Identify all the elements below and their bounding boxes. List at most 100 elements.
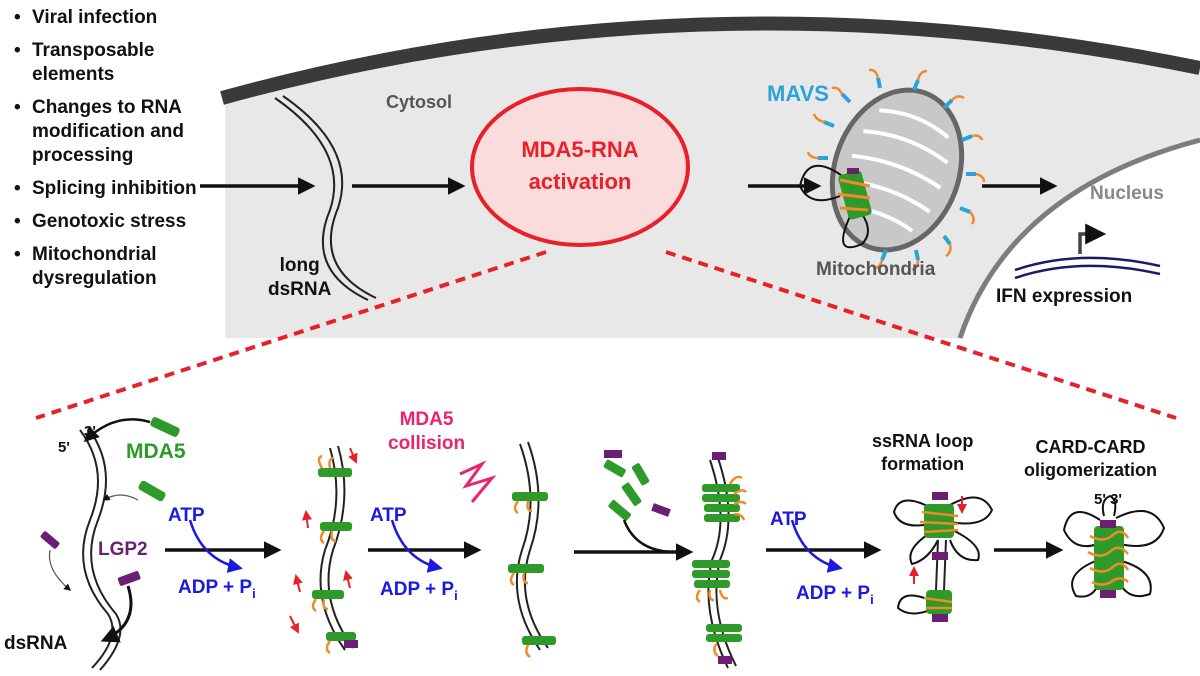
lgp2-bound-stage1 [344,640,358,648]
bullet: • [14,40,21,61]
mitochondria-label: Mitochondria [816,259,936,280]
collision-label-line1: MDA5 [399,409,454,430]
bullet: • [14,244,21,265]
atp-hydrolysis-4 [790,519,843,573]
lgp2-bound-stage4-bottom [932,614,948,622]
trigger-label: Viral infection [32,7,158,28]
nuclear-envelope [957,137,1200,339]
translocation-arrows-stage1 [289,447,358,634]
long-dsrna-label: long dsRNA [268,254,331,302]
trigger-label: Mitochondrial [32,244,157,265]
mavs-card-tails [806,68,986,272]
end-3prime-label: 3' [84,423,96,440]
adp-text: ADP + P [178,577,253,598]
lgp2-bound-stage3-bottom [718,656,732,664]
trigger-item: • Transposable elements [14,39,197,87]
trigger-item: • Splicing inhibition [14,177,197,201]
cytosol-region [225,26,1200,339]
zoom-line-right [665,250,1177,420]
trigger-item: • Mitochondrial dysregulation [14,243,197,291]
pi-subscript: i [252,585,256,601]
trigger-label: modification and [32,121,184,142]
trigger-list: • Viral infection • Transposable elements •… [14,6,197,300]
activation-label-line2: activation [528,169,632,194]
card-label-line2: oligomerization [1024,460,1158,480]
arrow-recruitment [622,519,677,554]
adp-label-2: ADP + Pi [380,579,458,603]
lgp2-bound-stage3-top [712,452,726,460]
adp-label-1: ADP + Pi [178,577,256,601]
mda5-filament-stage3 [692,484,742,642]
translocation-arrows-stage4 [909,496,967,584]
ifn-transcript-lower [1014,264,1161,280]
dsrna-stage4-stem [935,539,947,591]
card-tails-stage3 [695,475,747,658]
atp-label-4: ATP [770,509,807,530]
card-oligomerization-label: CARD-CARD oligomerization [1024,436,1157,482]
trigger-label: Splicing inhibition [32,178,197,199]
mda5-label: MDA5 [126,440,186,463]
lgp2-recruited-1 [604,450,622,458]
ssrna-loop-label-line1: ssRNA loop [872,431,974,451]
plasma-membrane [220,16,1200,105]
long-dsrna-label-line2: dsRNA [268,279,332,300]
trigger-label: Transposable [32,40,155,61]
end-5prime-label: 5' [58,439,70,456]
activation-label: MDA5-RNA activation [472,134,688,198]
trigger-label: Changes to RNA [32,97,182,118]
long-dsrna-label-line1: long [279,255,320,276]
collision-zigzag [459,460,497,503]
transcription-start-arrow [1078,223,1107,254]
card-label-line1: CARD-CARD [1035,437,1146,457]
nucleus-label: Nucleus [1090,183,1164,204]
bullet: • [14,7,21,28]
atp-hydrolysis-2 [390,519,443,573]
long-dsrna-strand-2 [282,95,377,299]
lgp2-recruited-2 [651,503,671,517]
card-ends-label: 5' 3' [1094,491,1122,508]
activation-ellipse [470,87,690,247]
lgp2-label: LGP2 [98,539,148,560]
trigger-label: processing [32,145,134,166]
card-tails-stage4 [919,510,959,610]
dsrna-label: dsRNA [4,633,68,654]
trigger-label: elements [32,64,115,85]
ssrna-loop-label-line2: formation [881,454,965,474]
lgp2-bound-stage5-bottom [1100,590,1116,598]
long-dsrna-strand-1 [274,97,369,301]
mda5-filament-on-mitochondrion [798,164,872,249]
arrow-mda5-binding [83,418,151,443]
pi-subscript: i [454,587,458,603]
mda5-free-2 [138,480,166,502]
ifn-expression-label: IFN expression [996,286,1133,307]
trigger-item: • Genotoxic stress [14,210,197,234]
bullet: • [14,97,21,118]
ssrna-loops-stage5 [1062,494,1166,598]
card-tails-stage1 [311,454,337,655]
dsrna-stage1-strand-2 [327,445,354,649]
lgp2-bound-stage4-mid [932,552,948,560]
adp-label-4: ADP + Pi [796,583,874,607]
mda5-bound-stage2 [508,492,556,645]
card-tails-stage2 [509,500,533,659]
card-tails-stage5 [1087,530,1130,586]
lgp2-free-2 [117,571,141,586]
ssrna-loop-label: ssRNA loop formation [872,430,973,476]
adp-text: ADP + P [380,579,455,600]
collision-label: MDA5 collision [388,408,465,456]
lgp2-bound-stage4-top [932,492,948,500]
collision-label-line2: collision [388,433,466,454]
bullet: • [14,211,21,232]
arrow-mda5-binding-thin [102,493,139,501]
dsrna-stage2-strand-1 [515,443,541,651]
ifn-transcript-upper [1014,256,1161,272]
trigger-label: dysregulation [32,268,157,289]
trigger-label: Genotoxic stress [32,211,187,232]
dsrna-stage1-strand-1 [319,447,346,651]
dsrna-stage2-strand-2 [523,441,549,649]
lgp2-bound-stage5-top [1100,520,1116,528]
bullet: • [14,178,21,199]
cytosol-label: Cytosol [386,92,453,112]
